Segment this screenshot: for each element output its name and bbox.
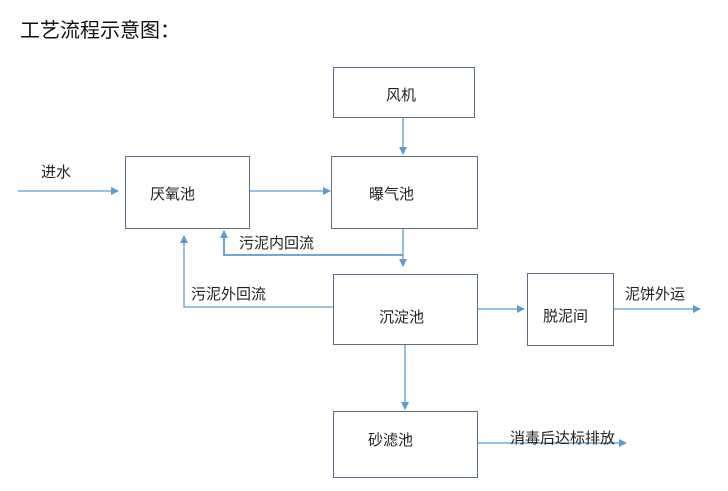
sand-filter-label: 砂滤池 — [368, 431, 414, 449]
sand-filter-box: 砂滤池 — [333, 411, 478, 478]
aeration-tank-box: 曝气池 — [331, 156, 478, 229]
cake-out-label: 泥饼外运 — [625, 285, 686, 303]
anoxic-tank-label: 厌氧池 — [150, 185, 196, 203]
aeration-tank-label: 曝气池 — [369, 185, 415, 203]
inflow-label: 进水 — [41, 163, 72, 181]
dewatering-room-label: 脱泥间 — [543, 307, 589, 325]
dewatering-room-box: 脱泥间 — [527, 273, 614, 346]
arrow-external-return — [180, 235, 333, 308]
anoxic-tank-box: 厌氧池 — [125, 156, 250, 229]
diagram-title: 工艺流程示意图： — [20, 18, 180, 42]
settling-tank-box: 沉淀池 — [333, 274, 478, 345]
discharge-label: 消毒后达标排放 — [510, 429, 616, 447]
fan-label: 风机 — [386, 86, 417, 104]
fan-box: 风机 — [333, 67, 475, 118]
settling-tank-label: 沉淀池 — [379, 308, 425, 326]
arrow-internal-return — [220, 230, 403, 256]
external-return-label: 污泥外回流 — [191, 285, 267, 303]
internal-return-label: 污泥内回流 — [239, 234, 315, 252]
